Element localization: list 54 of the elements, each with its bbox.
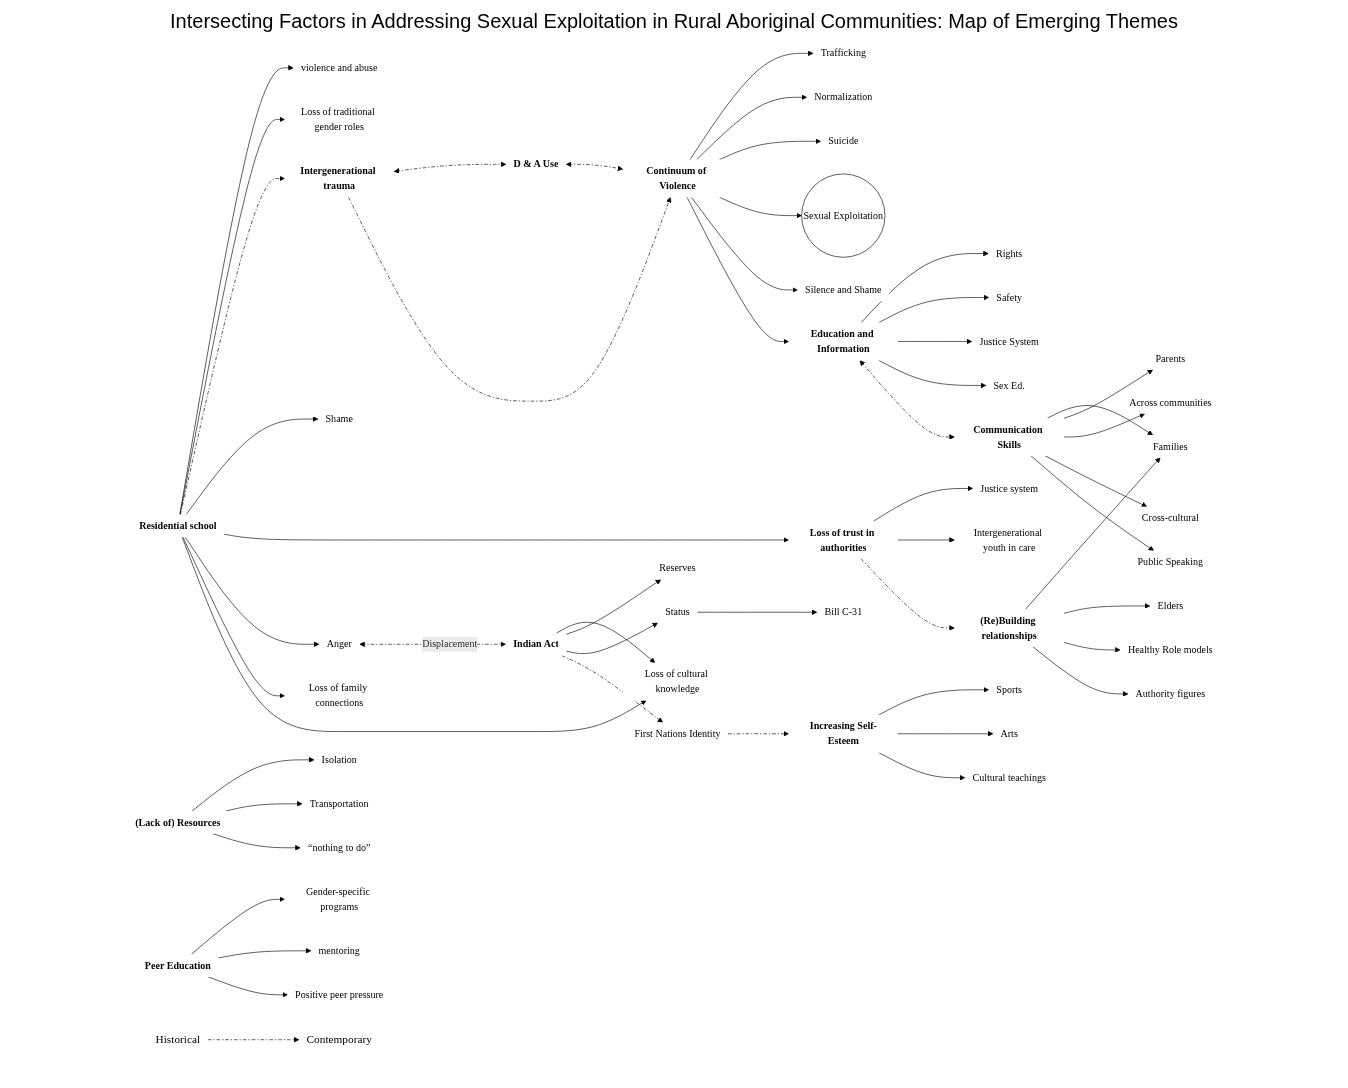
node-text: Safety: [996, 291, 1022, 303]
node-text: Residential school: [139, 520, 217, 531]
node-text: Healthy Role models: [1127, 644, 1213, 655]
node-text: Loss of cultural knowledge: [644, 668, 708, 695]
node-text: Peer Education: [144, 959, 211, 971]
node-circle: Sexual Exploitation: [801, 173, 886, 258]
node-text: Intergenerational trauma: [300, 165, 376, 192]
node-text: (Lack of) Resources: [135, 816, 221, 828]
node-text: Arts: [1000, 728, 1018, 739]
node-text: Loss of family connections: [308, 682, 368, 709]
node-text: “nothing to do”: [307, 842, 371, 853]
node-text: Reserves: [659, 562, 696, 574]
node-text: Shame: [325, 413, 353, 425]
node-text: D & A Use: [513, 158, 559, 170]
node-text: Historical: [155, 1033, 201, 1046]
node-text: Silence and Shame: [805, 284, 882, 295]
node-text: Cross-cultural: [1141, 512, 1199, 524]
node-text: Public Speaking: [1137, 556, 1204, 567]
node-text: Loss of trust in authorities: [809, 526, 875, 553]
node-text: mentoring: [318, 945, 360, 956]
node-text: Families: [1153, 440, 1188, 452]
node-text: Sports: [996, 684, 1023, 695]
node-text: Status: [665, 606, 690, 618]
node-text: Rights: [996, 247, 1023, 259]
node-text: Across communities: [1129, 396, 1212, 408]
node-text: Positive peer pressure: [295, 989, 384, 1000]
node-text: Suicide: [828, 135, 859, 147]
node-text: Bill C-31: [824, 606, 863, 618]
node-text: Elders: [1157, 600, 1184, 611]
node-text: Indian Act: [513, 638, 559, 650]
edge-label: Displacement: [422, 638, 478, 650]
node-text: Loss of traditional gender roles: [301, 106, 375, 132]
node-text: Cultural teachings: [972, 772, 1046, 783]
node-text: Sex Ed.: [993, 379, 1025, 391]
node-text: Anger: [326, 638, 352, 650]
node-text: Justice system: [980, 482, 1039, 494]
node-text: First Nations Identity: [634, 728, 721, 739]
node-text: Contemporary: [306, 1033, 372, 1046]
node-text: Communication Skills: [973, 423, 1043, 450]
node-text: Parents: [1155, 352, 1186, 364]
node-text: (Re)Building relationships: [980, 614, 1037, 641]
node-text: Justice System: [979, 335, 1039, 347]
node-text: Normalization: [814, 91, 873, 103]
node-text: Education and Information: [810, 328, 874, 355]
node-text: Transportation: [309, 798, 369, 809]
node-text: Intergenerational youth in care: [973, 526, 1043, 553]
node-text: Isolation: [321, 754, 357, 765]
node-text: Gender-specific programs: [305, 886, 370, 912]
node-text: Authority figures: [1135, 688, 1206, 699]
node-text: Continuum of Violence: [646, 165, 707, 192]
node-text: violence and abuse: [300, 62, 378, 73]
node-text: Increasing Self-Esteem: [809, 720, 877, 747]
node-text: Trafficking: [820, 47, 866, 59]
diagram-title: Intersecting Factors in Addressing Sexual Exploitation in Rural Aboriginal Communities: Map of Emerging Themes: [169, 10, 1179, 33]
